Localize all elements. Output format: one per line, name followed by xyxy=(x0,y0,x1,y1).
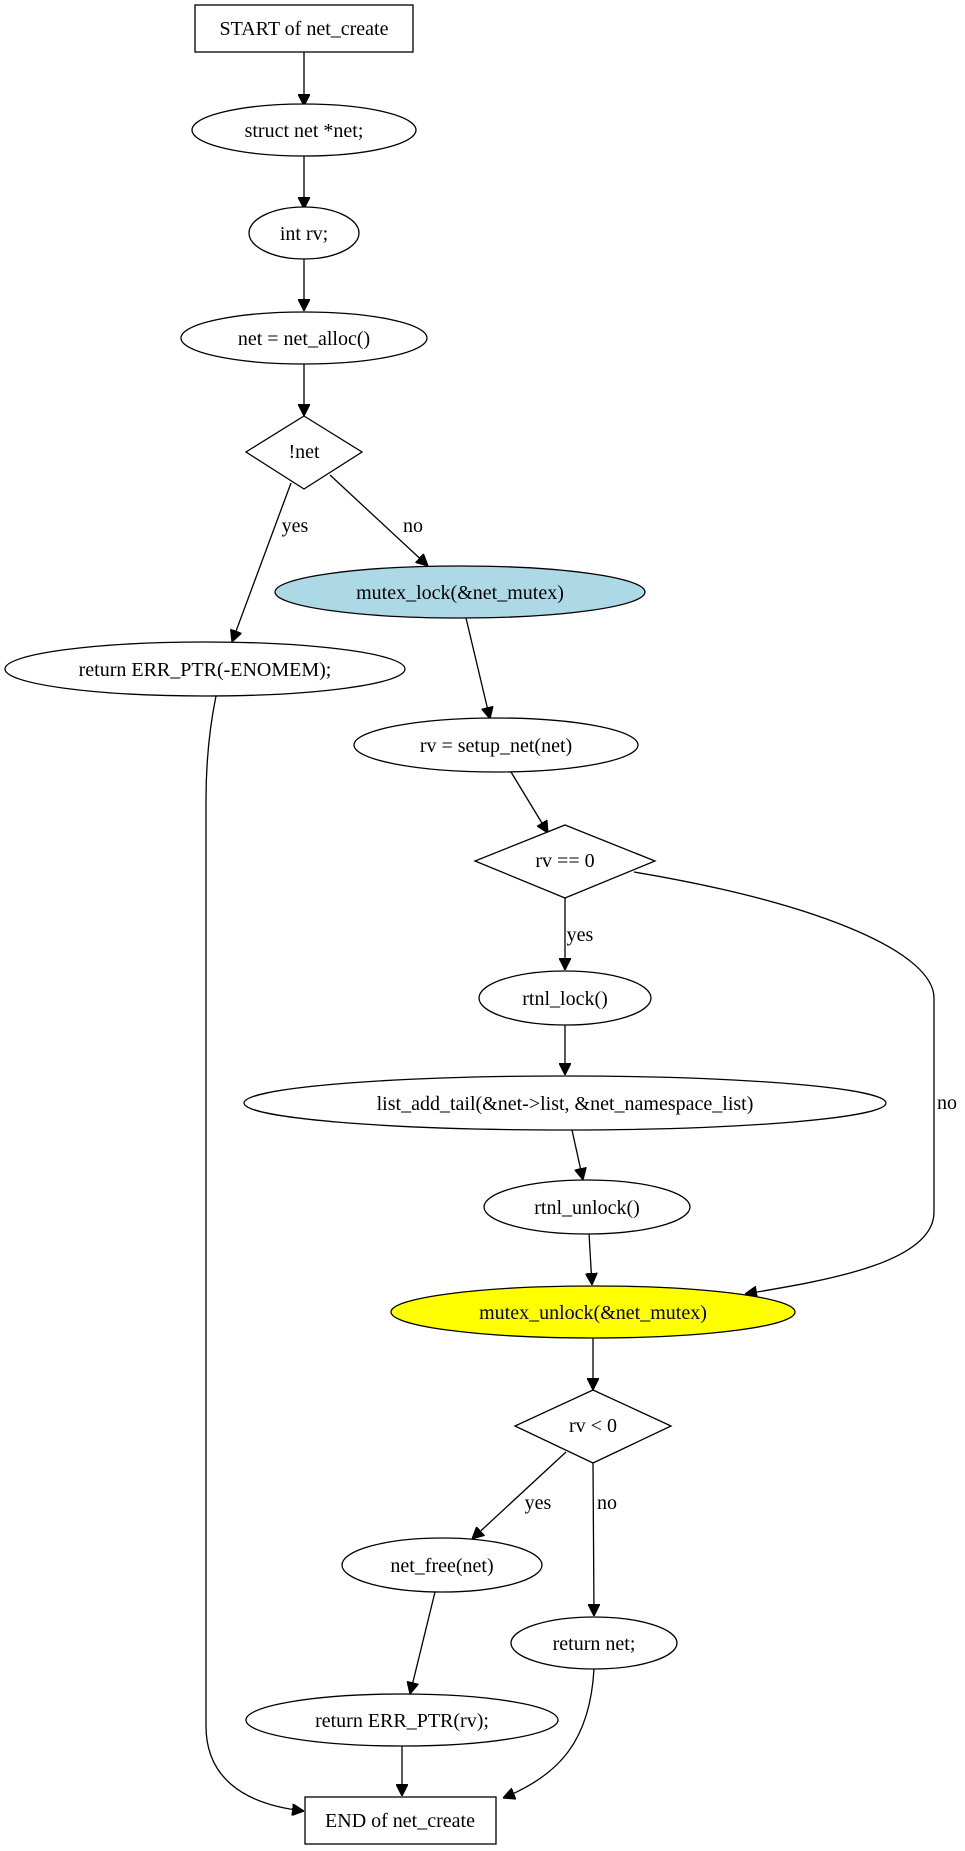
node-list-add: list_add_tail(&net->list, &net_namespace… xyxy=(243,1075,887,1131)
edge-label-rv-lt-yes: yes xyxy=(525,1492,552,1514)
edge-label-net-no: no xyxy=(403,515,423,537)
edges xyxy=(205,52,935,1811)
node-mutex-unlock-label: mutex_unlock(&net_mutex) xyxy=(479,1302,707,1324)
edge-labels: yes no yes no yes no xyxy=(282,515,957,1514)
node-cond-net-label: !net xyxy=(288,441,320,463)
node-cond-rv-eq-label: rv == 0 xyxy=(535,850,594,872)
node-decl-rv-label: int rv; xyxy=(280,223,328,245)
node-start: START of net_create xyxy=(194,4,414,53)
edge-label-rv-lt-no: no xyxy=(597,1492,617,1514)
edge-net-free-to-ret-err xyxy=(410,1591,436,1694)
edge-label-rv-eq-no: no xyxy=(937,1092,957,1114)
node-mutex-lock: mutex_lock(&net_mutex) xyxy=(274,565,646,619)
node-net-free-label: net_free(net) xyxy=(390,1555,493,1577)
node-ret-err-label: return ERR_PTR(rv); xyxy=(315,1710,489,1732)
node-setup: rv = setup_net(net) xyxy=(353,717,639,773)
edge-label-rv-eq-yes: yes xyxy=(567,924,594,946)
edge-cond-rv-eq-no xyxy=(633,871,935,1294)
edge-cond-net-no xyxy=(329,474,428,566)
edge-list-add-to-rtnl-unlock xyxy=(571,1129,583,1180)
edge-label-net-yes: yes xyxy=(282,515,309,537)
node-rtnl-unlock-label: rtnl_unlock() xyxy=(534,1197,640,1219)
edge-cond-rv-lt-yes xyxy=(472,1451,567,1539)
node-cond-rv-eq: rv == 0 xyxy=(473,824,657,899)
edge-cond-net-yes xyxy=(232,482,292,642)
node-mutex-unlock: mutex_unlock(&net_mutex) xyxy=(390,1285,796,1339)
node-ret-enomem: return ERR_PTR(-ENOMEM); xyxy=(4,641,406,697)
node-ret-net: return net; xyxy=(510,1616,678,1670)
node-alloc-label: net = net_alloc() xyxy=(238,328,370,350)
edge-cond-rv-lt-no xyxy=(593,1462,594,1616)
edge-enomem-to-end xyxy=(205,695,304,1811)
node-mutex-lock-label: mutex_lock(&net_mutex) xyxy=(356,582,564,604)
edge-mutex-lock-to-setup xyxy=(465,617,490,719)
node-net-free: net_free(net) xyxy=(341,1537,543,1593)
node-cond-rv-lt: rv < 0 xyxy=(513,1389,673,1464)
node-alloc: net = net_alloc() xyxy=(180,311,428,365)
node-decl-net-label: struct net *net; xyxy=(245,120,364,142)
node-list-add-label: list_add_tail(&net->list, &net_namespace… xyxy=(377,1093,754,1115)
node-decl-rv: int rv; xyxy=(248,206,360,260)
node-end-label: END of net_create xyxy=(325,1810,475,1832)
node-ret-enomem-label: return ERR_PTR(-ENOMEM); xyxy=(79,659,332,681)
edge-ret-net-to-end xyxy=(503,1668,595,1798)
edge-setup-to-cond-rv-eq xyxy=(510,771,548,833)
node-ret-net-label: return net; xyxy=(553,1633,636,1655)
node-setup-label: rv = setup_net(net) xyxy=(420,735,572,757)
node-rtnl-lock-label: rtnl_lock() xyxy=(522,988,608,1010)
node-end: END of net_create xyxy=(304,1796,497,1845)
node-rtnl-unlock: rtnl_unlock() xyxy=(483,1179,691,1235)
node-cond-net: !net xyxy=(244,415,364,490)
node-decl-net: struct net *net; xyxy=(191,103,417,157)
edge-rtnl-unlock-to-mutex-unlock xyxy=(589,1232,592,1285)
node-start-label: START of net_create xyxy=(220,18,389,40)
node-rtnl-lock: rtnl_lock() xyxy=(478,970,652,1026)
node-cond-rv-lt-label: rv < 0 xyxy=(569,1415,617,1437)
node-ret-err: return ERR_PTR(rv); xyxy=(245,1693,559,1747)
